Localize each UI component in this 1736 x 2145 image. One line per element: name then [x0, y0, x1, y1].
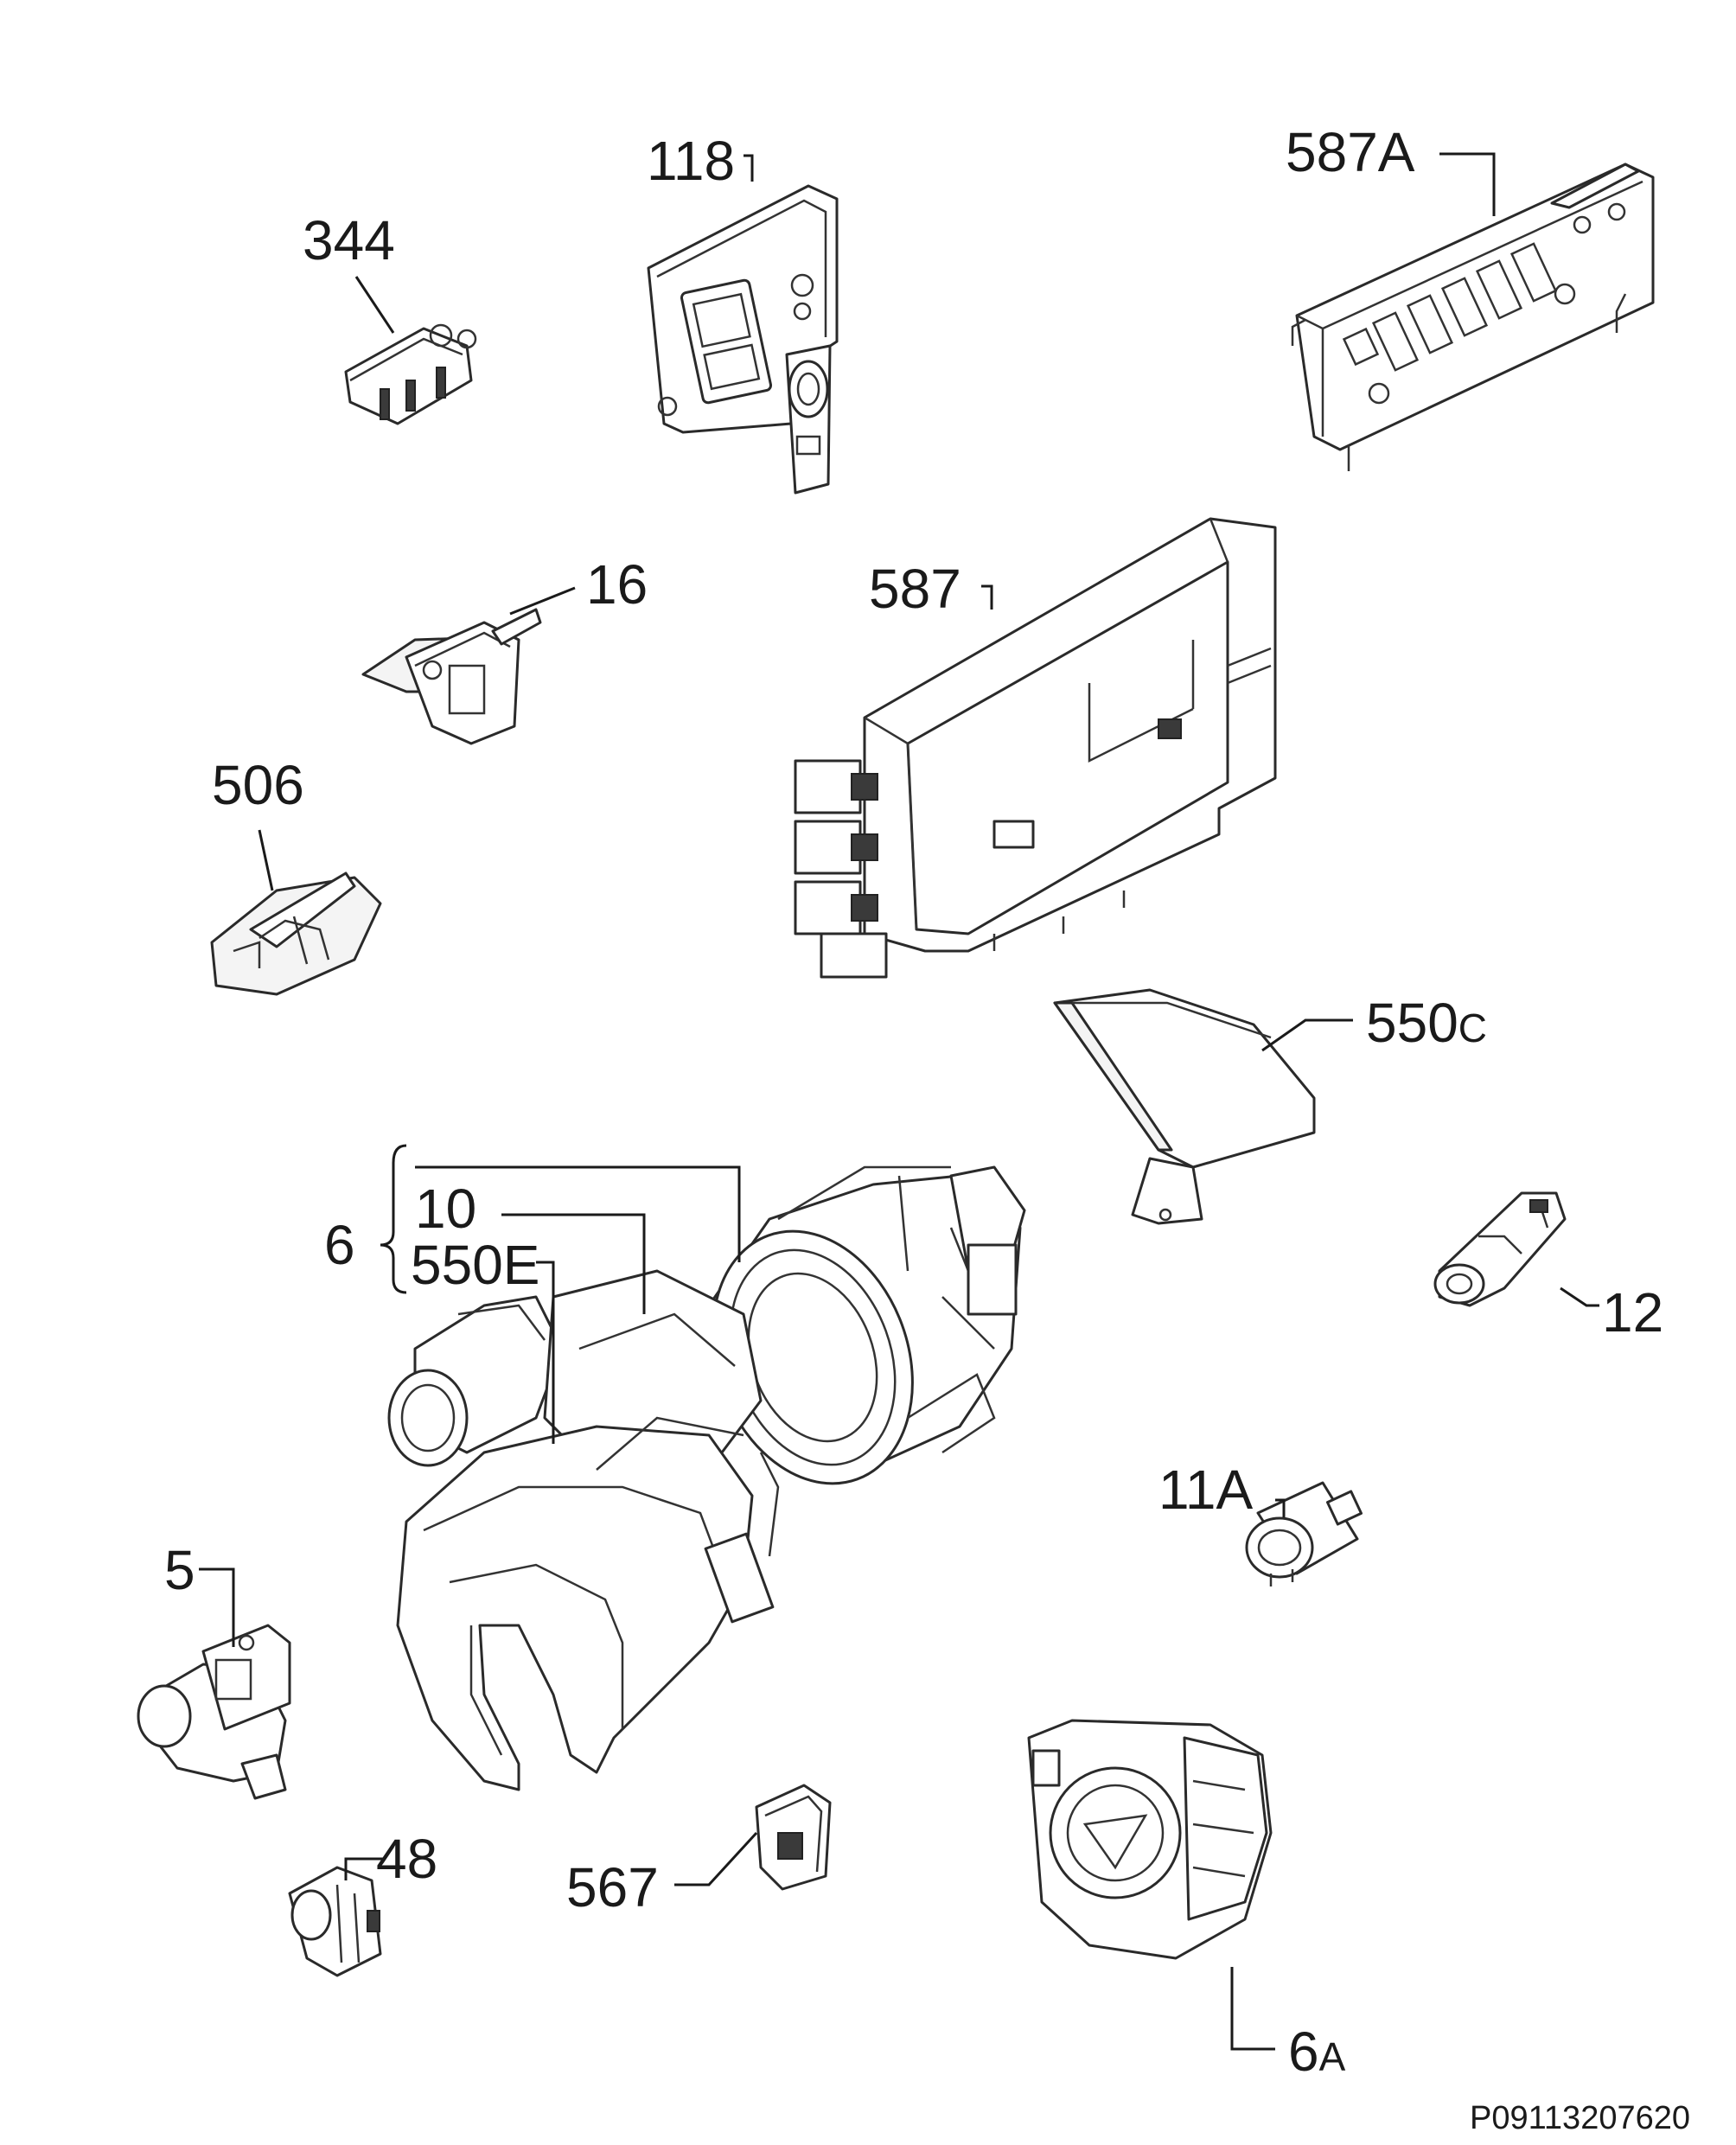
label-6A: 6A [1288, 2021, 1346, 2083]
label-10: 10 [415, 1178, 476, 1240]
label-5: 5 [164, 1539, 195, 1601]
label-118: 118 [647, 130, 735, 192]
part-12-sensor [1433, 1191, 1567, 1307]
leader-6 [415, 1165, 741, 1262]
leader-6A [1230, 1967, 1275, 2051]
leader-48 [344, 1857, 385, 1880]
part-labels: 118 587A 344 16 587 506 550C 6 10 550E 1… [164, 121, 1690, 2136]
part-550C-cover [1053, 988, 1316, 1225]
part-6A-drain-pump [1027, 1719, 1273, 1960]
part-118-control-panel [647, 184, 839, 495]
leader-506 [258, 829, 274, 891]
part-6-pump-heater-assembly [387, 1165, 1026, 1791]
part-344-switch [344, 323, 477, 425]
leader-10 [501, 1213, 646, 1314]
leader-550E [536, 1261, 555, 1444]
label-48: 48 [376, 1828, 437, 1890]
label-587: 587 [869, 558, 961, 620]
label-550E: 550E [411, 1234, 539, 1296]
label-550C: 550C [1366, 992, 1487, 1054]
label-344: 344 [303, 209, 395, 271]
label-567: 567 [566, 1856, 659, 1918]
label-12: 12 [1602, 1281, 1663, 1344]
diagram-code: P09113207620 [1470, 2100, 1690, 2136]
label-11A: 11A [1158, 1459, 1253, 1521]
leader-lines [199, 152, 1599, 2051]
part-567-clip [755, 1784, 832, 1891]
part-16-door-lock [361, 608, 542, 745]
leader-12 [1560, 1286, 1599, 1307]
leader-118 [744, 154, 754, 182]
part-5-inlet-valve [137, 1624, 291, 1800]
part-48-sensor [288, 1866, 382, 1977]
part-506-switch [210, 871, 382, 996]
leader-16 [509, 586, 576, 616]
leader-344 [354, 276, 395, 334]
leader-550C [1261, 1018, 1353, 1052]
bracket-6 [380, 1144, 407, 1294]
leader-567 [674, 1831, 758, 1886]
part-587A-electronic-board [1291, 163, 1655, 471]
leader-587A [1439, 152, 1496, 216]
part-587-control-module [794, 517, 1277, 979]
label-506: 506 [212, 754, 304, 816]
leader-5 [199, 1567, 235, 1647]
leader-11A [1275, 1498, 1286, 1517]
label-16: 16 [586, 553, 648, 616]
leader-587 [981, 584, 993, 610]
label-587A: 587A [1286, 121, 1415, 183]
label-6: 6 [324, 1214, 355, 1276]
part-11A-capacitor [1245, 1481, 1363, 1586]
